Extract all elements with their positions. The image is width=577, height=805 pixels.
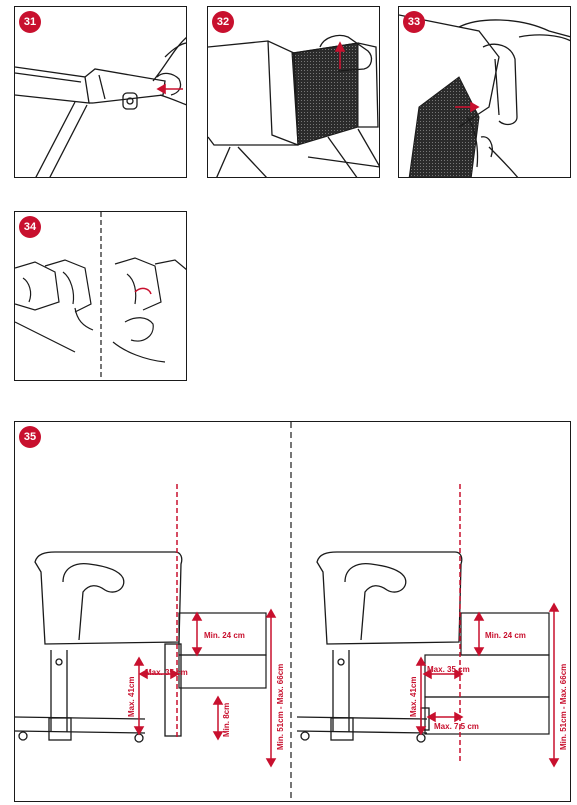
- left-max-gap-label: Max. 35 cm: [145, 668, 188, 677]
- step-badge: 32: [212, 11, 234, 33]
- step-badge: 33: [403, 11, 425, 33]
- step-badge: 34: [19, 216, 41, 238]
- step-35-illustration: Min. 24 cm Max. 35 cm Max. 41cm Min. 8cm…: [15, 422, 568, 801]
- step-34-illustration: [15, 212, 186, 380]
- step-badge: 35: [19, 426, 41, 448]
- right-min-height-label: Min. 24 cm: [485, 631, 526, 640]
- right-max-leg-label: Max. 41cm: [409, 677, 418, 717]
- left-max-leg-label: Max. 41cm: [127, 677, 136, 717]
- step-33-panel: 33: [398, 6, 571, 178]
- step-31-illustration: [15, 37, 186, 177]
- right-range-label: Min. 51cm - Max. 66cm: [559, 664, 568, 750]
- left-min-clear-label: Min. 8cm: [222, 703, 231, 737]
- right-crib-drawing: [296, 551, 463, 743]
- right-bed-base: [424, 654, 550, 698]
- left-bed-base: [178, 654, 267, 689]
- right-bed-frame: [424, 696, 550, 735]
- step-32-illustration: [208, 34, 379, 177]
- left-range-label: Min. 51cm - Max. 66cm: [276, 664, 285, 750]
- step-33-illustration: [399, 14, 570, 177]
- step-31-panel: 31: [14, 6, 187, 178]
- step-badge: 31: [19, 11, 41, 33]
- right-max-small-label: Max. 7,5 cm: [434, 722, 479, 731]
- step-32-panel: 32: [207, 6, 380, 178]
- left-min-height-label: Min. 24 cm: [204, 631, 245, 640]
- step-35-panel: 35: [14, 421, 571, 802]
- right-max-gap-label: Max. 35 cm: [427, 665, 470, 674]
- step-34-panel: 34: [14, 211, 187, 381]
- left-crib-drawing: [15, 551, 183, 743]
